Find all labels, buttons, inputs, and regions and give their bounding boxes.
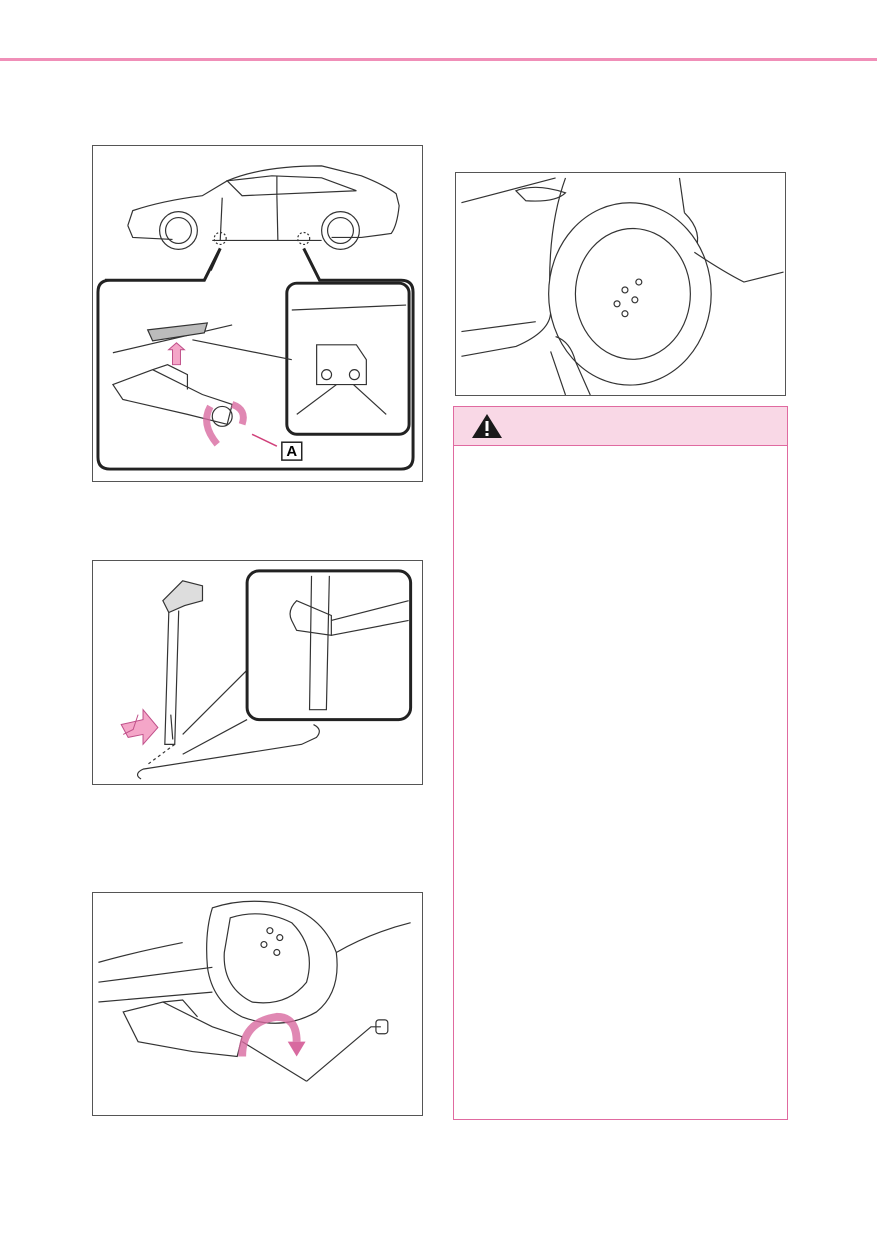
wheel-removal-illustration — [461, 177, 784, 395]
raise-jack-figure — [92, 892, 423, 1116]
jack-handle-figure — [92, 560, 423, 785]
callout-label-a: A — [286, 444, 297, 460]
warning-triangle-icon — [472, 414, 502, 438]
warning-box — [453, 406, 788, 1120]
jack-handle-illustration — [120, 569, 413, 780]
jack-points-figure: A — [92, 145, 423, 482]
warning-header — [454, 407, 787, 446]
header-rule — [0, 58, 877, 61]
jack-raising-illustration — [98, 900, 411, 1082]
car-jack-points-illustration: A — [96, 165, 415, 471]
remove-wheel-figure — [455, 172, 786, 396]
